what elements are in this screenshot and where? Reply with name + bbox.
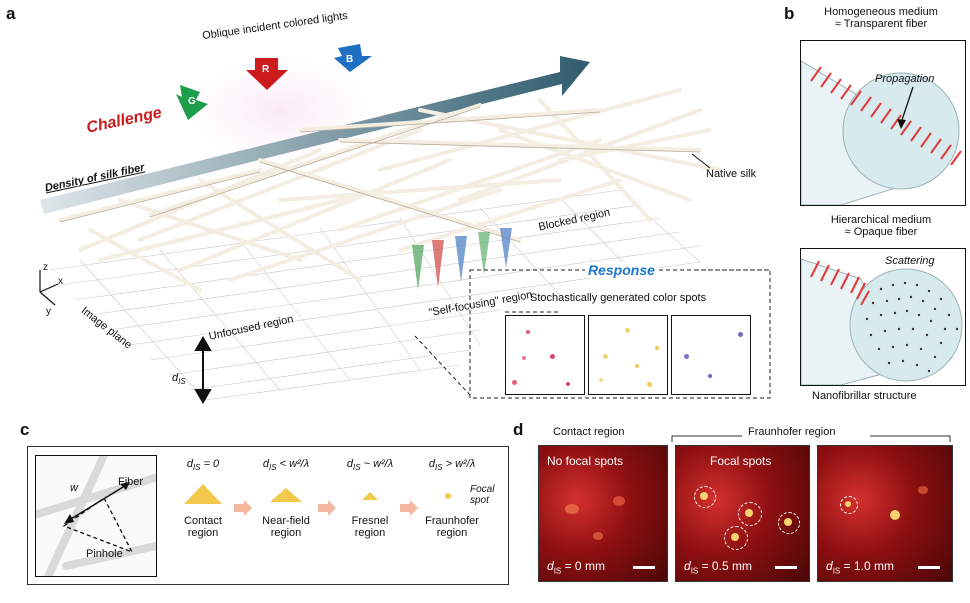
pinhole-label: Pinhole xyxy=(86,548,123,560)
spot-box-blue xyxy=(671,315,751,395)
image-plane-grid xyxy=(49,189,701,401)
silk-fibers xyxy=(58,88,722,292)
spot-box-red xyxy=(505,315,585,395)
silk-fiber-outlines xyxy=(59,106,701,243)
stochastic-label: Stochastically generated color spots xyxy=(530,292,707,304)
nanofibrillar-label: Nanofibrillar structure xyxy=(812,390,917,402)
green-light-arrow xyxy=(176,85,208,120)
near-field-shape xyxy=(270,488,302,503)
panel-a-letter: a xyxy=(6,4,16,23)
no-focal-label: No focal spots xyxy=(547,454,624,468)
opaque-fiber-diagram xyxy=(801,258,963,385)
dis-value-1: dIS = 0.5 mm xyxy=(684,558,752,575)
stage-fresnel: dIS ~ w²/λ Fresnel region xyxy=(330,458,410,539)
stage-fraunhofer: dIS > w²/λ Fraunhofer region xyxy=(412,458,492,539)
homogeneous-title: Homogeneous medium ≈ Transparent fiber xyxy=(824,6,938,30)
transparent-fiber-box: Propagation xyxy=(800,40,966,206)
axis-y-label: y xyxy=(46,306,51,317)
fraunhofer-spot xyxy=(445,493,451,500)
fresnel-shape xyxy=(362,492,378,501)
dis-label: dIS xyxy=(172,372,186,387)
scale-bar-0 xyxy=(633,566,655,569)
hierarchical-title: Hierarchical medium ≈ Opaque fiber xyxy=(830,214,932,238)
pinhole-diagram xyxy=(36,456,156,576)
fraunhofer-bracket xyxy=(671,435,951,442)
axis-z-label: z xyxy=(43,262,48,273)
dis-double-arrow xyxy=(194,336,212,404)
micrograph-contact: No focal spots dIS = 0 mm xyxy=(538,445,668,582)
green-light-label: G xyxy=(188,96,196,107)
red-light-arrow xyxy=(246,58,288,90)
focal-spots-label: Focal spots xyxy=(710,454,772,468)
w-label: w xyxy=(70,482,78,494)
pinhole-inset: w Fiber Pinhole xyxy=(35,455,157,577)
propagation-label: Propagation xyxy=(875,73,935,85)
native-silk-label: Native silk xyxy=(706,168,757,180)
micrograph-one-mm: dIS = 1.0 mm xyxy=(817,445,953,582)
light-cones xyxy=(412,228,512,290)
blue-light-label: B xyxy=(346,54,354,65)
native-silk-pointer xyxy=(691,153,711,169)
response-label: Response xyxy=(585,262,658,278)
coordinate-axes xyxy=(39,270,59,306)
dis-value-0: dIS = 0 mm xyxy=(547,558,605,575)
spot-box-yellow xyxy=(588,315,668,395)
red-light-label: R xyxy=(262,64,270,75)
scale-bar-2 xyxy=(918,566,940,569)
scattering-label: Scattering xyxy=(885,255,935,267)
stage-arrows xyxy=(234,500,418,516)
fraunhofer-region-label: Fraunhofer region xyxy=(748,426,836,438)
light-halo xyxy=(160,40,400,180)
nanofibril-dots xyxy=(865,281,959,373)
panel-b-letter: b xyxy=(784,4,795,23)
panel-d-letter: d xyxy=(513,420,524,439)
blue-light-arrow xyxy=(334,44,372,72)
micrograph-half-mm: Focal spots dIS = 0.5 mm xyxy=(675,445,810,582)
contact-triangle xyxy=(184,484,222,505)
focal-spot-label: Focal spot xyxy=(470,484,495,506)
panel-c-frame xyxy=(27,446,509,585)
stage-near-field: dIS < w²/λ Near-field region xyxy=(246,458,326,539)
density-arrow xyxy=(40,56,590,214)
dis-value-2: dIS = 1.0 mm xyxy=(826,558,894,575)
transparent-fiber-diagram xyxy=(800,60,962,206)
opaque-fiber-box: Scattering xyxy=(800,248,966,386)
axis-x-label: x xyxy=(58,276,63,287)
scale-bar-1 xyxy=(775,566,797,569)
contact-region-label: Contact region xyxy=(553,426,625,438)
panel-a-illustration xyxy=(39,40,771,404)
panel-c-letter: c xyxy=(20,420,30,439)
stage-contact: dIS = 0 Contact region xyxy=(168,458,238,539)
fiber-label: Fiber xyxy=(118,476,144,488)
